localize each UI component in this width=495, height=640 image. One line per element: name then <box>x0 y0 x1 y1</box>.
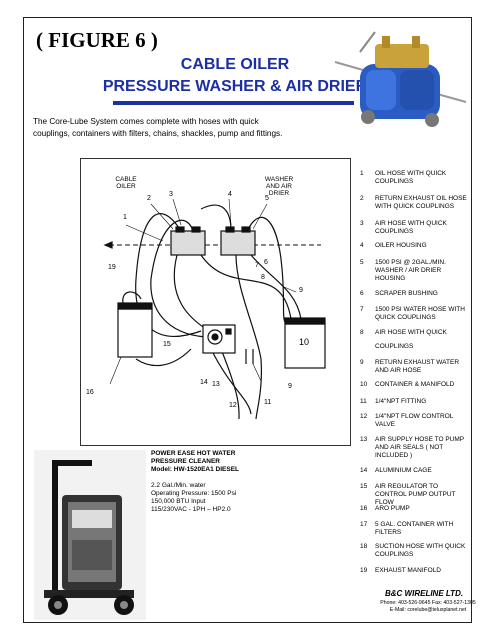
cleaner-title-1: POWER EASE HOT WATER <box>151 450 236 457</box>
callout-8: 8 <box>261 274 265 281</box>
callout-16: 15 <box>163 341 171 348</box>
callout-4: 4 <box>228 191 232 198</box>
pressure-cleaner-photo <box>34 450 146 620</box>
company-name: B&C WIRELINE LTD. <box>385 589 464 598</box>
callout-5: 5 <box>265 195 269 202</box>
cleaner-spec: Operating Pressure: 1500 Psi <box>151 490 237 497</box>
callout-3: 3 <box>169 191 173 198</box>
cleaner-spec: 2.2 Gal./Min. water <box>151 482 206 489</box>
callout-13: 12 <box>229 402 237 409</box>
label-cable-oiler: CABLE OILER <box>115 176 137 190</box>
heading-pressure-washer: PRESSURE WASHER & AIR DRIER <box>102 78 368 95</box>
title-rule <box>113 101 354 105</box>
callout-6: 6 <box>264 259 268 266</box>
page-frame <box>23 17 472 623</box>
company-email: E-Mail: corelube@telusplanet.net <box>389 607 467 613</box>
callout-17: 16 <box>86 389 94 396</box>
callout-15: 14 <box>200 379 208 386</box>
callout-19: 19 <box>108 264 116 271</box>
callout-12: 11 <box>264 399 272 406</box>
cleaner-spec: 150,000 BTU Input <box>151 498 206 505</box>
label-washer-air-drier: WASHER AND AIR DRIER <box>264 176 294 197</box>
callout-9: 9 <box>299 287 303 294</box>
intro-text: The Core-Lube System comes complete with… <box>33 117 283 138</box>
heading-cable-oiler: CABLE OILER <box>180 56 290 73</box>
system-diagram: CABLE OILER WASHER AND AIR DRIER 2 3 4 5… <box>80 158 351 446</box>
figure-title: ( FIGURE 6 ) <box>36 28 158 52</box>
callout-1: 1 <box>123 214 127 221</box>
callout-2: 2 <box>147 195 151 202</box>
callout-14: 13 <box>212 381 220 388</box>
callout-11: 9 <box>288 383 292 390</box>
oiler-unit-photo <box>334 31 467 127</box>
callout-7: 7 <box>255 262 259 269</box>
diagram-drawing <box>103 198 326 420</box>
cleaner-spec: 115/230VAC - 1PH – HP2.0 <box>151 506 231 513</box>
company-contact: Phone: 403-526-9645 Fax: 403-527-1305 E-… <box>368 600 488 614</box>
pressure-cleaner-info: POWER EASE HOT WATER PRESSURE CLEANER Mo… <box>151 450 261 514</box>
container-label-10: 10 <box>299 337 310 347</box>
cleaner-model: Model: HW-1520EA1 DIESEL <box>151 466 239 473</box>
company-phone: Phone: 403-526-9645 Fax: 403-527-1305 <box>380 600 476 606</box>
cleaner-title-2: PRESSURE CLEANER <box>151 458 220 465</box>
